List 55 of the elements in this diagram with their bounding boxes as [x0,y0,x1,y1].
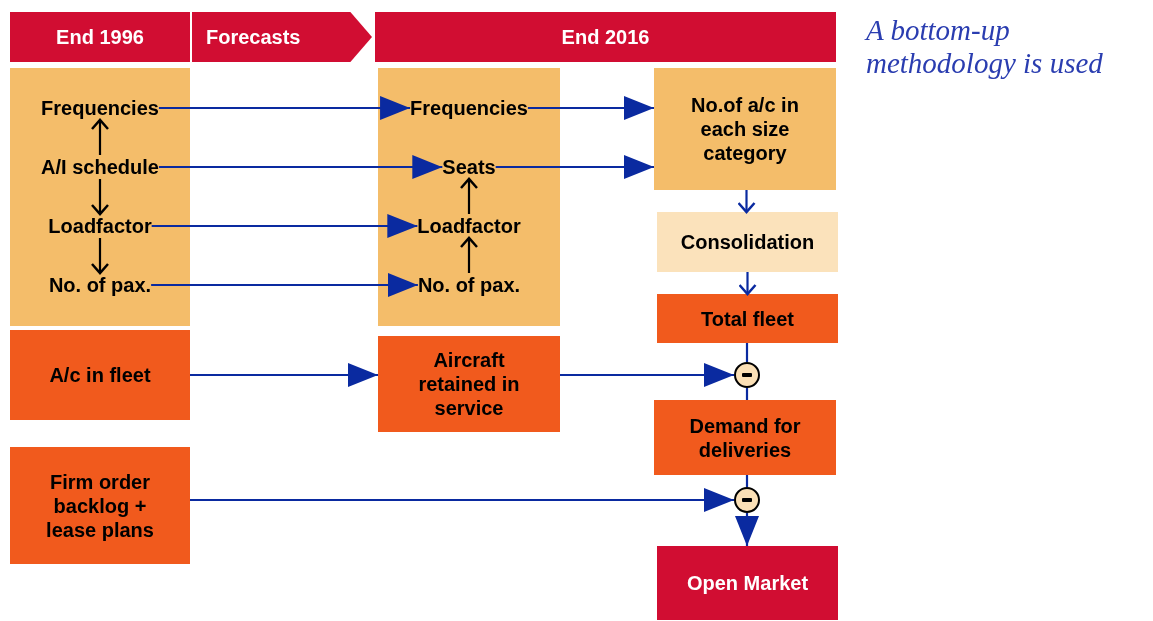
box-label: Forecasts [206,25,301,49]
arrow [527,96,654,120]
minus-circle [734,487,760,513]
header-banner [657,546,838,620]
connector-line [745,475,749,487]
process-box [378,336,560,432]
arrow [90,118,110,155]
arrow [737,190,756,214]
step-label: Seats [442,155,496,179]
group-box [10,68,190,326]
header-banner [10,12,190,62]
box-label: A/c in fleet [49,363,151,387]
arrow [158,155,443,179]
step-label: Loadfactor [417,214,521,238]
box-label: Demand for deliveries [688,413,802,462]
note-text: A bottom-up methodology is used [866,14,1104,81]
group-box [378,68,560,326]
connector-line [745,343,749,362]
header-banner [375,12,836,62]
box-label: Total fleet [701,306,794,331]
step-label: No. of pax. [48,273,152,297]
arrow [190,488,734,512]
box-label: Consolidation [680,230,815,254]
arrow [190,363,378,387]
box-label: End 2016 [561,25,650,49]
connector-line [745,388,749,400]
arrow [495,155,654,179]
process-box [657,294,838,343]
arrow [158,96,411,120]
box-label: End 1996 [56,25,144,49]
process-box [654,68,836,190]
arrow [459,177,479,214]
arrow [735,513,759,546]
box-label: Firm order backlog + lease plans [45,469,155,542]
chevron-banner [192,12,372,62]
process-box [657,212,838,272]
step-label: Loadfactor [48,214,152,238]
arrow [459,236,479,273]
process-box [654,400,836,475]
box-label: Aircraft retained in service [417,348,521,420]
box-label: Open Market [686,571,809,595]
process-box [10,447,190,564]
step-label: No. of pax. [417,273,521,297]
arrow [90,238,110,275]
arrow [151,273,418,297]
step-label: A/I schedule [41,155,159,179]
minus-circle [734,362,760,388]
step-label: Frequencies [41,96,159,120]
arrow [90,179,110,216]
box-label: No.of a/c in each size category [690,93,800,165]
arrow [738,272,757,296]
arrow [560,363,734,387]
step-label: Frequencies [410,96,528,120]
process-box [10,330,190,420]
arrow [151,214,418,238]
